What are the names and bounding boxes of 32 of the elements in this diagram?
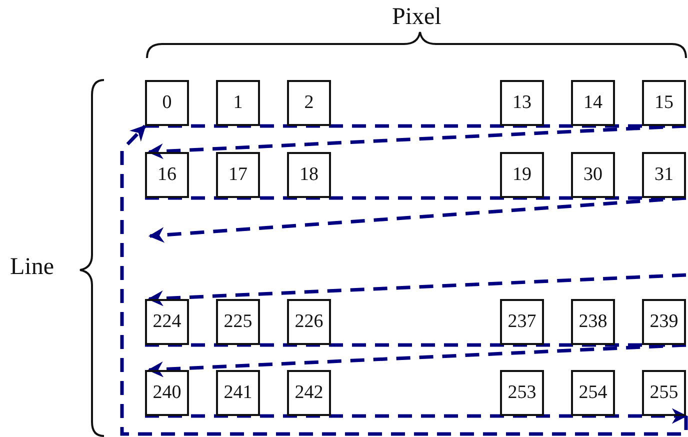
pixel-box: 239 [642, 299, 686, 345]
pixel-box: 237 [500, 299, 544, 345]
pixel-box: 255 [642, 370, 686, 416]
pixel-box: 15 [642, 80, 686, 126]
dashed-arrow [120, 124, 688, 436]
pixel-box: 17 [216, 152, 260, 198]
pixel-box: 241 [216, 370, 260, 416]
pixel-box: 225 [216, 299, 260, 345]
pixel-box: 30 [571, 152, 615, 198]
pixel-box: 31 [642, 152, 686, 198]
pixel-box: 226 [287, 299, 331, 345]
pixel-box: 14 [571, 80, 615, 126]
pixel-box: 19 [500, 152, 544, 198]
pixel-box: 2 [287, 80, 331, 126]
pixel-box: 0 [145, 80, 189, 126]
dashed-arrow [147, 273, 686, 306]
pixel-box: 1 [216, 80, 260, 126]
pixel-box: 238 [571, 299, 615, 345]
pixel-box: 254 [571, 370, 615, 416]
dashed-arrow [147, 124, 686, 160]
dashed-arrow [147, 343, 686, 378]
dashed-arrow [145, 408, 688, 424]
pixel-box: 16 [145, 152, 189, 198]
pixel-box: 253 [500, 370, 544, 416]
pixel-box: 13 [500, 80, 544, 126]
pixel-box: 224 [145, 299, 189, 345]
pixel-box: 18 [287, 152, 331, 198]
brace-label: Line [10, 254, 54, 281]
pixel-box: 242 [287, 370, 331, 416]
dashed-arrow [148, 196, 686, 243]
brace-label: Pixel [392, 4, 442, 31]
pixel-box: 240 [145, 370, 189, 416]
